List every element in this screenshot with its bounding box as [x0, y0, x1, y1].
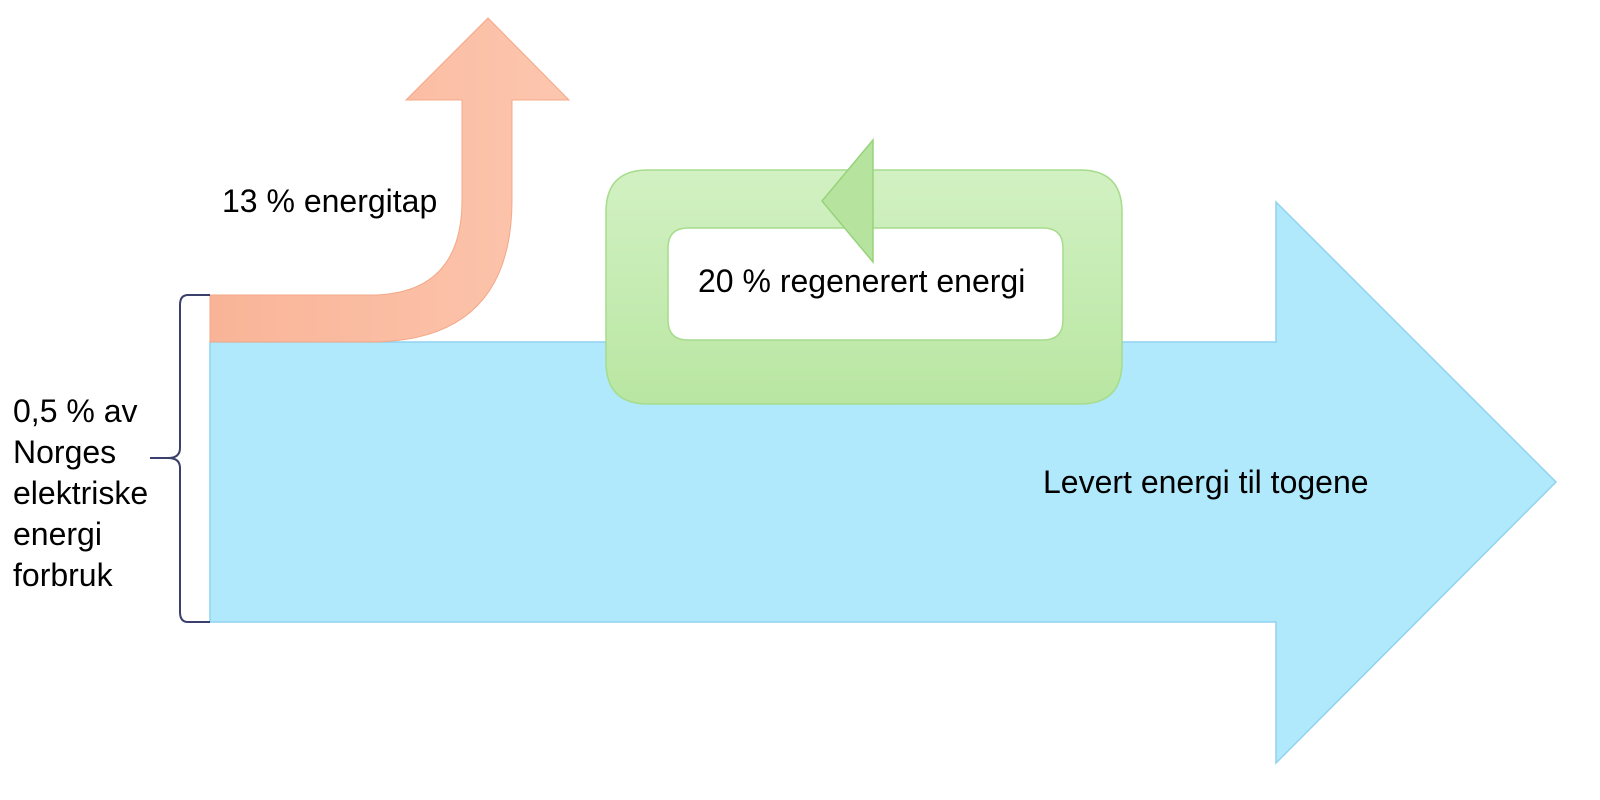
regenerated-energy-label: 20 % regenerert energi: [698, 263, 1025, 299]
source-label-line: 0,5 % av: [13, 393, 138, 429]
source-label-line: Norges: [13, 434, 116, 470]
source-label: 0,5 % av Norges elektriske energi forbru…: [13, 393, 148, 593]
energy-loss-label: 13 % energitap: [222, 183, 437, 219]
source-brace: [150, 294, 210, 623]
delivered-energy-arrow: [209, 200, 1558, 765]
regen-arrowhead-icon: [821, 137, 874, 265]
regenerated-energy-loop: [605, 169, 1123, 405]
delivered-energy-label: Levert energi til togene: [1043, 464, 1369, 500]
source-label-line: forbruk: [13, 557, 114, 593]
source-label-line: energi: [13, 516, 102, 552]
energy-loss-arrow: [209, 17, 571, 343]
source-label-line: elektriske: [13, 475, 148, 511]
